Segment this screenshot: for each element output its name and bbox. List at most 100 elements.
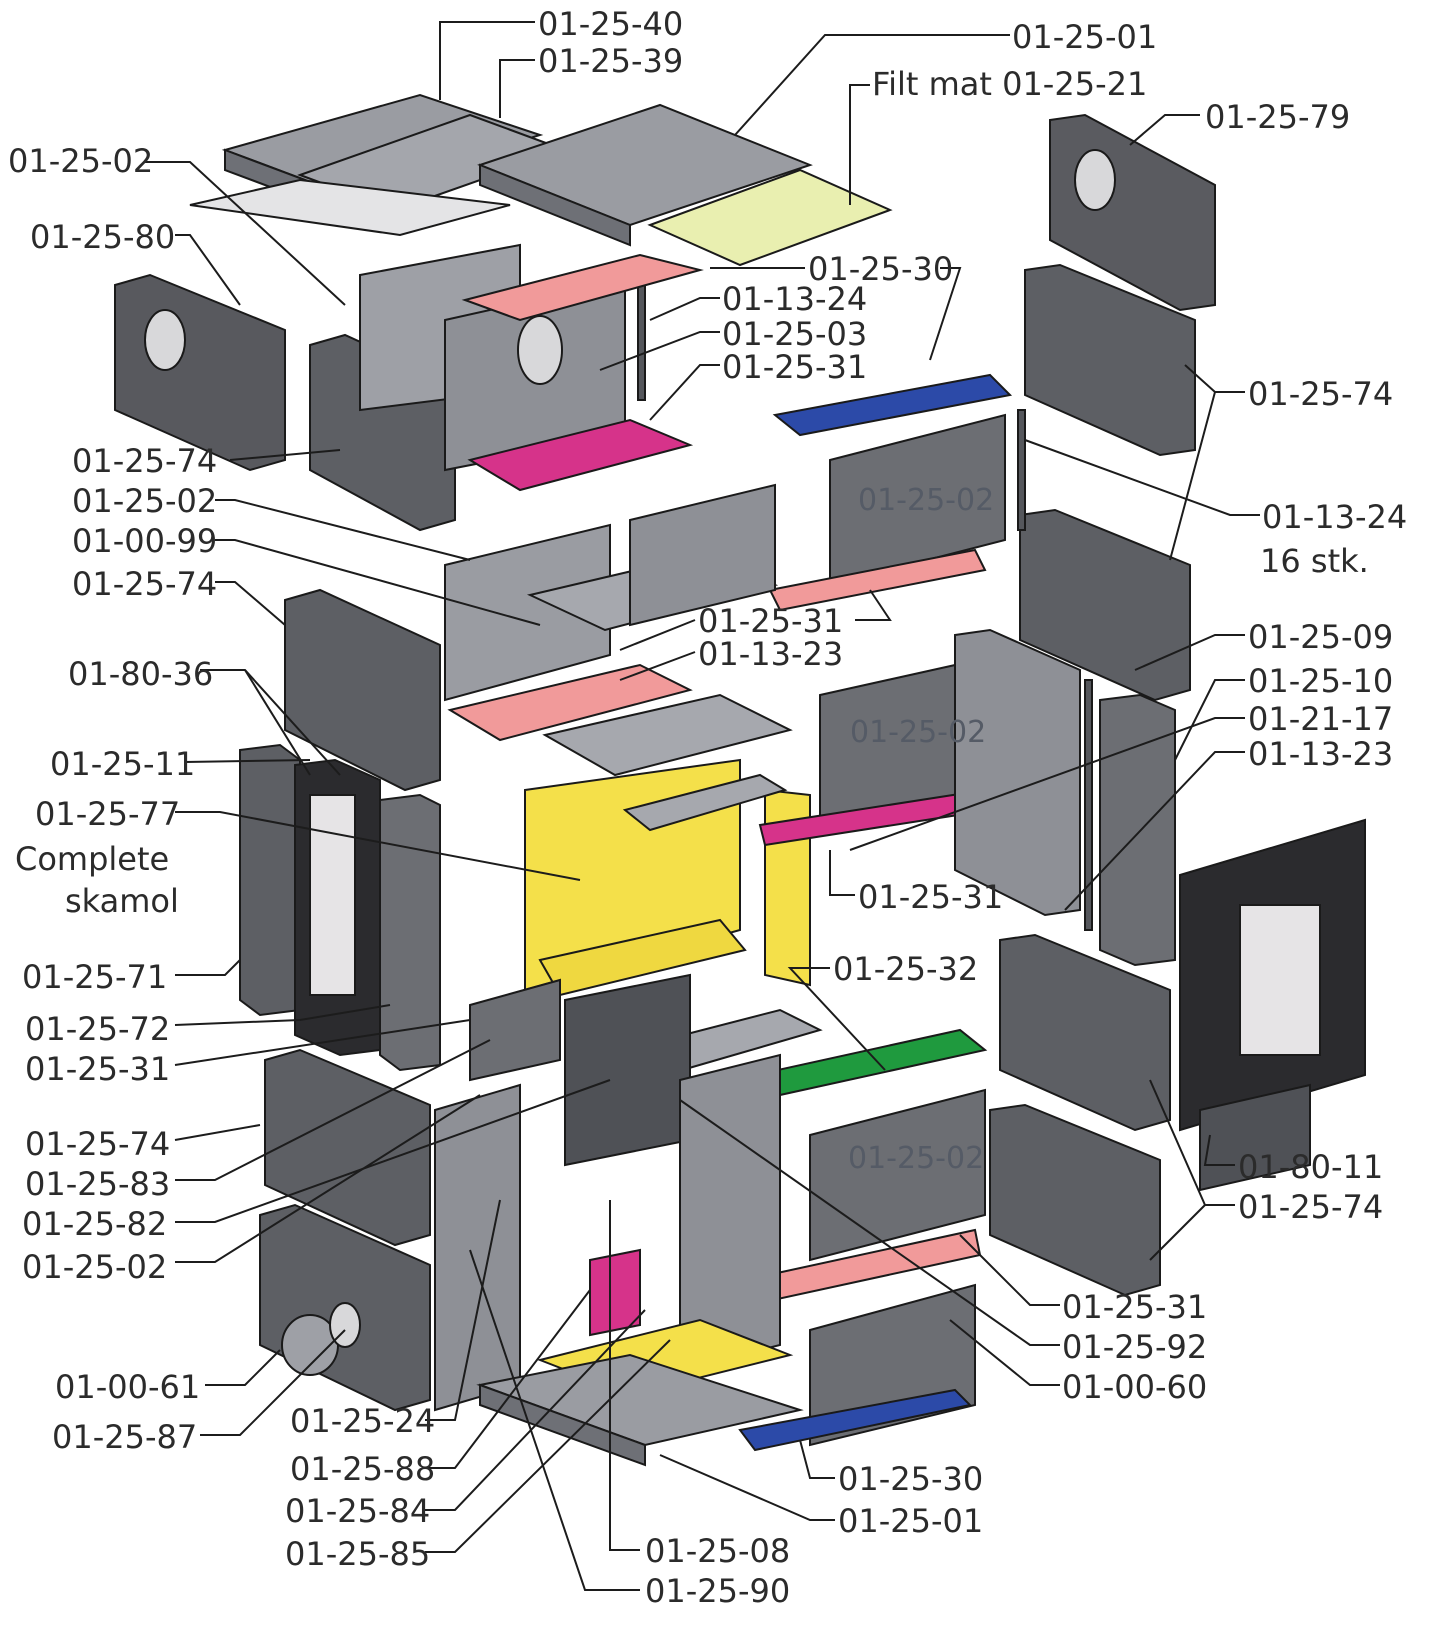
- leader: [215, 581, 286, 626]
- leader: [439, 21, 535, 100]
- label-01-25-08: 01-25-08: [645, 1532, 790, 1570]
- leader: [734, 34, 1010, 136]
- panel-71: [239, 743, 301, 1017]
- leader: [855, 589, 892, 621]
- leader: [1134, 634, 1245, 671]
- label-01-25-83: 01-25-83: [25, 1165, 170, 1203]
- leader: [499, 59, 535, 118]
- label-01-25-87: 01-25-87: [52, 1418, 197, 1456]
- leader: [174, 1124, 261, 1141]
- leader: [469, 1249, 640, 1591]
- label-01-25-31-mid-c: 01-25-31: [858, 878, 1003, 916]
- label-01-25-31-left: 01-25-31: [25, 1050, 170, 1088]
- leader: [1203, 1134, 1235, 1166]
- label-01-25-24: 01-25-24: [290, 1402, 435, 1440]
- label-01-25-31-center: 01-25-31: [698, 602, 843, 640]
- leader: [215, 539, 541, 626]
- leader: [619, 619, 696, 651]
- baffle-99-back: [629, 483, 776, 627]
- label-01-25-88: 01-25-88: [290, 1450, 435, 1488]
- leader: [425, 1339, 671, 1553]
- parts-layer: [114, 93, 1366, 1467]
- leader: [425, 1199, 501, 1421]
- panel-74-left-low: [264, 1048, 431, 1247]
- leader: [244, 669, 311, 776]
- strip-31-center-red: [447, 663, 693, 742]
- leader-lines: [145, 21, 1260, 1591]
- back-plate-02: [444, 523, 611, 702]
- panel-74-right-b: [1019, 508, 1191, 702]
- label-01-25-80: 01-25-80: [30, 218, 175, 256]
- label-01-00-99: 01-00-99: [72, 522, 217, 560]
- panel-02-a: [829, 413, 1006, 587]
- label-01-13-24-mid: 01-13-24: [722, 280, 867, 318]
- panel-74-right-d: [989, 1103, 1161, 1297]
- leader: [649, 297, 720, 321]
- panel-74-right-c: [999, 933, 1171, 1132]
- strip-31-upper-magenta: [467, 418, 694, 492]
- label-01-00-61: 01-00-61: [55, 1368, 200, 1406]
- panel-74-left-mid: [284, 588, 441, 792]
- panel-74-right-a: [1024, 263, 1196, 457]
- leader: [175, 1039, 491, 1181]
- block-79-hole: [1074, 149, 1116, 211]
- bracket-84-magenta: [589, 1248, 641, 1337]
- label-01-25-02-b: 01-25-02: [72, 482, 217, 520]
- leader: [215, 499, 471, 561]
- label-01-25-72: 01-25-72: [25, 1010, 170, 1048]
- plate-01-25-31-left: [469, 978, 561, 1082]
- leader: [1129, 114, 1200, 146]
- label-01-25-03: 01-25-03: [722, 315, 867, 353]
- strip-30-bottom-blue: [738, 1388, 973, 1452]
- rod-13-24-right: [1017, 409, 1026, 531]
- label-01-25-40: 01-25-40: [538, 5, 683, 43]
- label-01-25-82: 01-25-82: [22, 1205, 167, 1243]
- label-01-25-85: 01-25-85: [285, 1535, 430, 1573]
- label-16-stk: 16 stk.: [1260, 542, 1369, 580]
- strip-30-upper-blue: [772, 373, 1013, 437]
- label-01-25-31-right: 01-25-31: [1062, 1288, 1207, 1326]
- panel-02-c: [809, 1088, 986, 1262]
- bar-01-25-08-upper: [622, 773, 788, 832]
- leader: [929, 267, 962, 361]
- label-01-25-32: 01-25-32: [833, 950, 978, 988]
- leader: [229, 449, 341, 461]
- strip-30-upper-red: [461, 253, 704, 322]
- label-01-25-39: 01-25-39: [538, 42, 683, 80]
- leader: [425, 1309, 646, 1511]
- hole-87: [329, 1302, 361, 1348]
- leader: [849, 717, 1245, 851]
- label-01-25-92: 01-25-92: [1062, 1328, 1207, 1366]
- core-lower: [564, 973, 691, 1167]
- block-80: [114, 273, 286, 472]
- leader: [175, 811, 581, 881]
- leader: [1024, 439, 1260, 516]
- inner-label-01-25-02-a: 01-25-02: [858, 483, 994, 518]
- leader: [829, 850, 855, 896]
- leader: [175, 234, 241, 306]
- top-slab-01-front: [479, 163, 631, 247]
- leader: [609, 1200, 640, 1551]
- labels-layer: 01-25-40 01-25-39 01-25-01 Filt mat 01-2…: [8, 5, 1407, 1610]
- label-01-25-74-right-b: 01-25-74: [1238, 1188, 1383, 1226]
- leader: [959, 1234, 1060, 1306]
- leader: [175, 1079, 611, 1223]
- leader: [1169, 391, 1216, 561]
- label-01-25-02-a: 01-25-02: [8, 142, 153, 180]
- label-01-25-30-bottom: 01-25-30: [838, 1460, 983, 1498]
- label-01-21-17: 01-21-17: [1248, 700, 1393, 738]
- leader: [1149, 1204, 1206, 1261]
- label-01-25-10: 01-25-10: [1248, 662, 1393, 700]
- label-01-25-01-bottom: 01-25-01: [838, 1502, 983, 1540]
- leader: [599, 331, 720, 371]
- label-skamol: skamol: [65, 882, 179, 920]
- label-complete: Complete: [15, 840, 169, 878]
- leader: [849, 84, 870, 205]
- panel-10: [1099, 693, 1176, 967]
- plate-03-hole: [517, 315, 563, 385]
- label-felt-mat: Filt mat 01-25-21: [872, 65, 1147, 103]
- felt-left: [189, 178, 511, 237]
- label-01-13-24-right: 01-13-24: [1262, 498, 1407, 536]
- leader: [175, 1094, 481, 1263]
